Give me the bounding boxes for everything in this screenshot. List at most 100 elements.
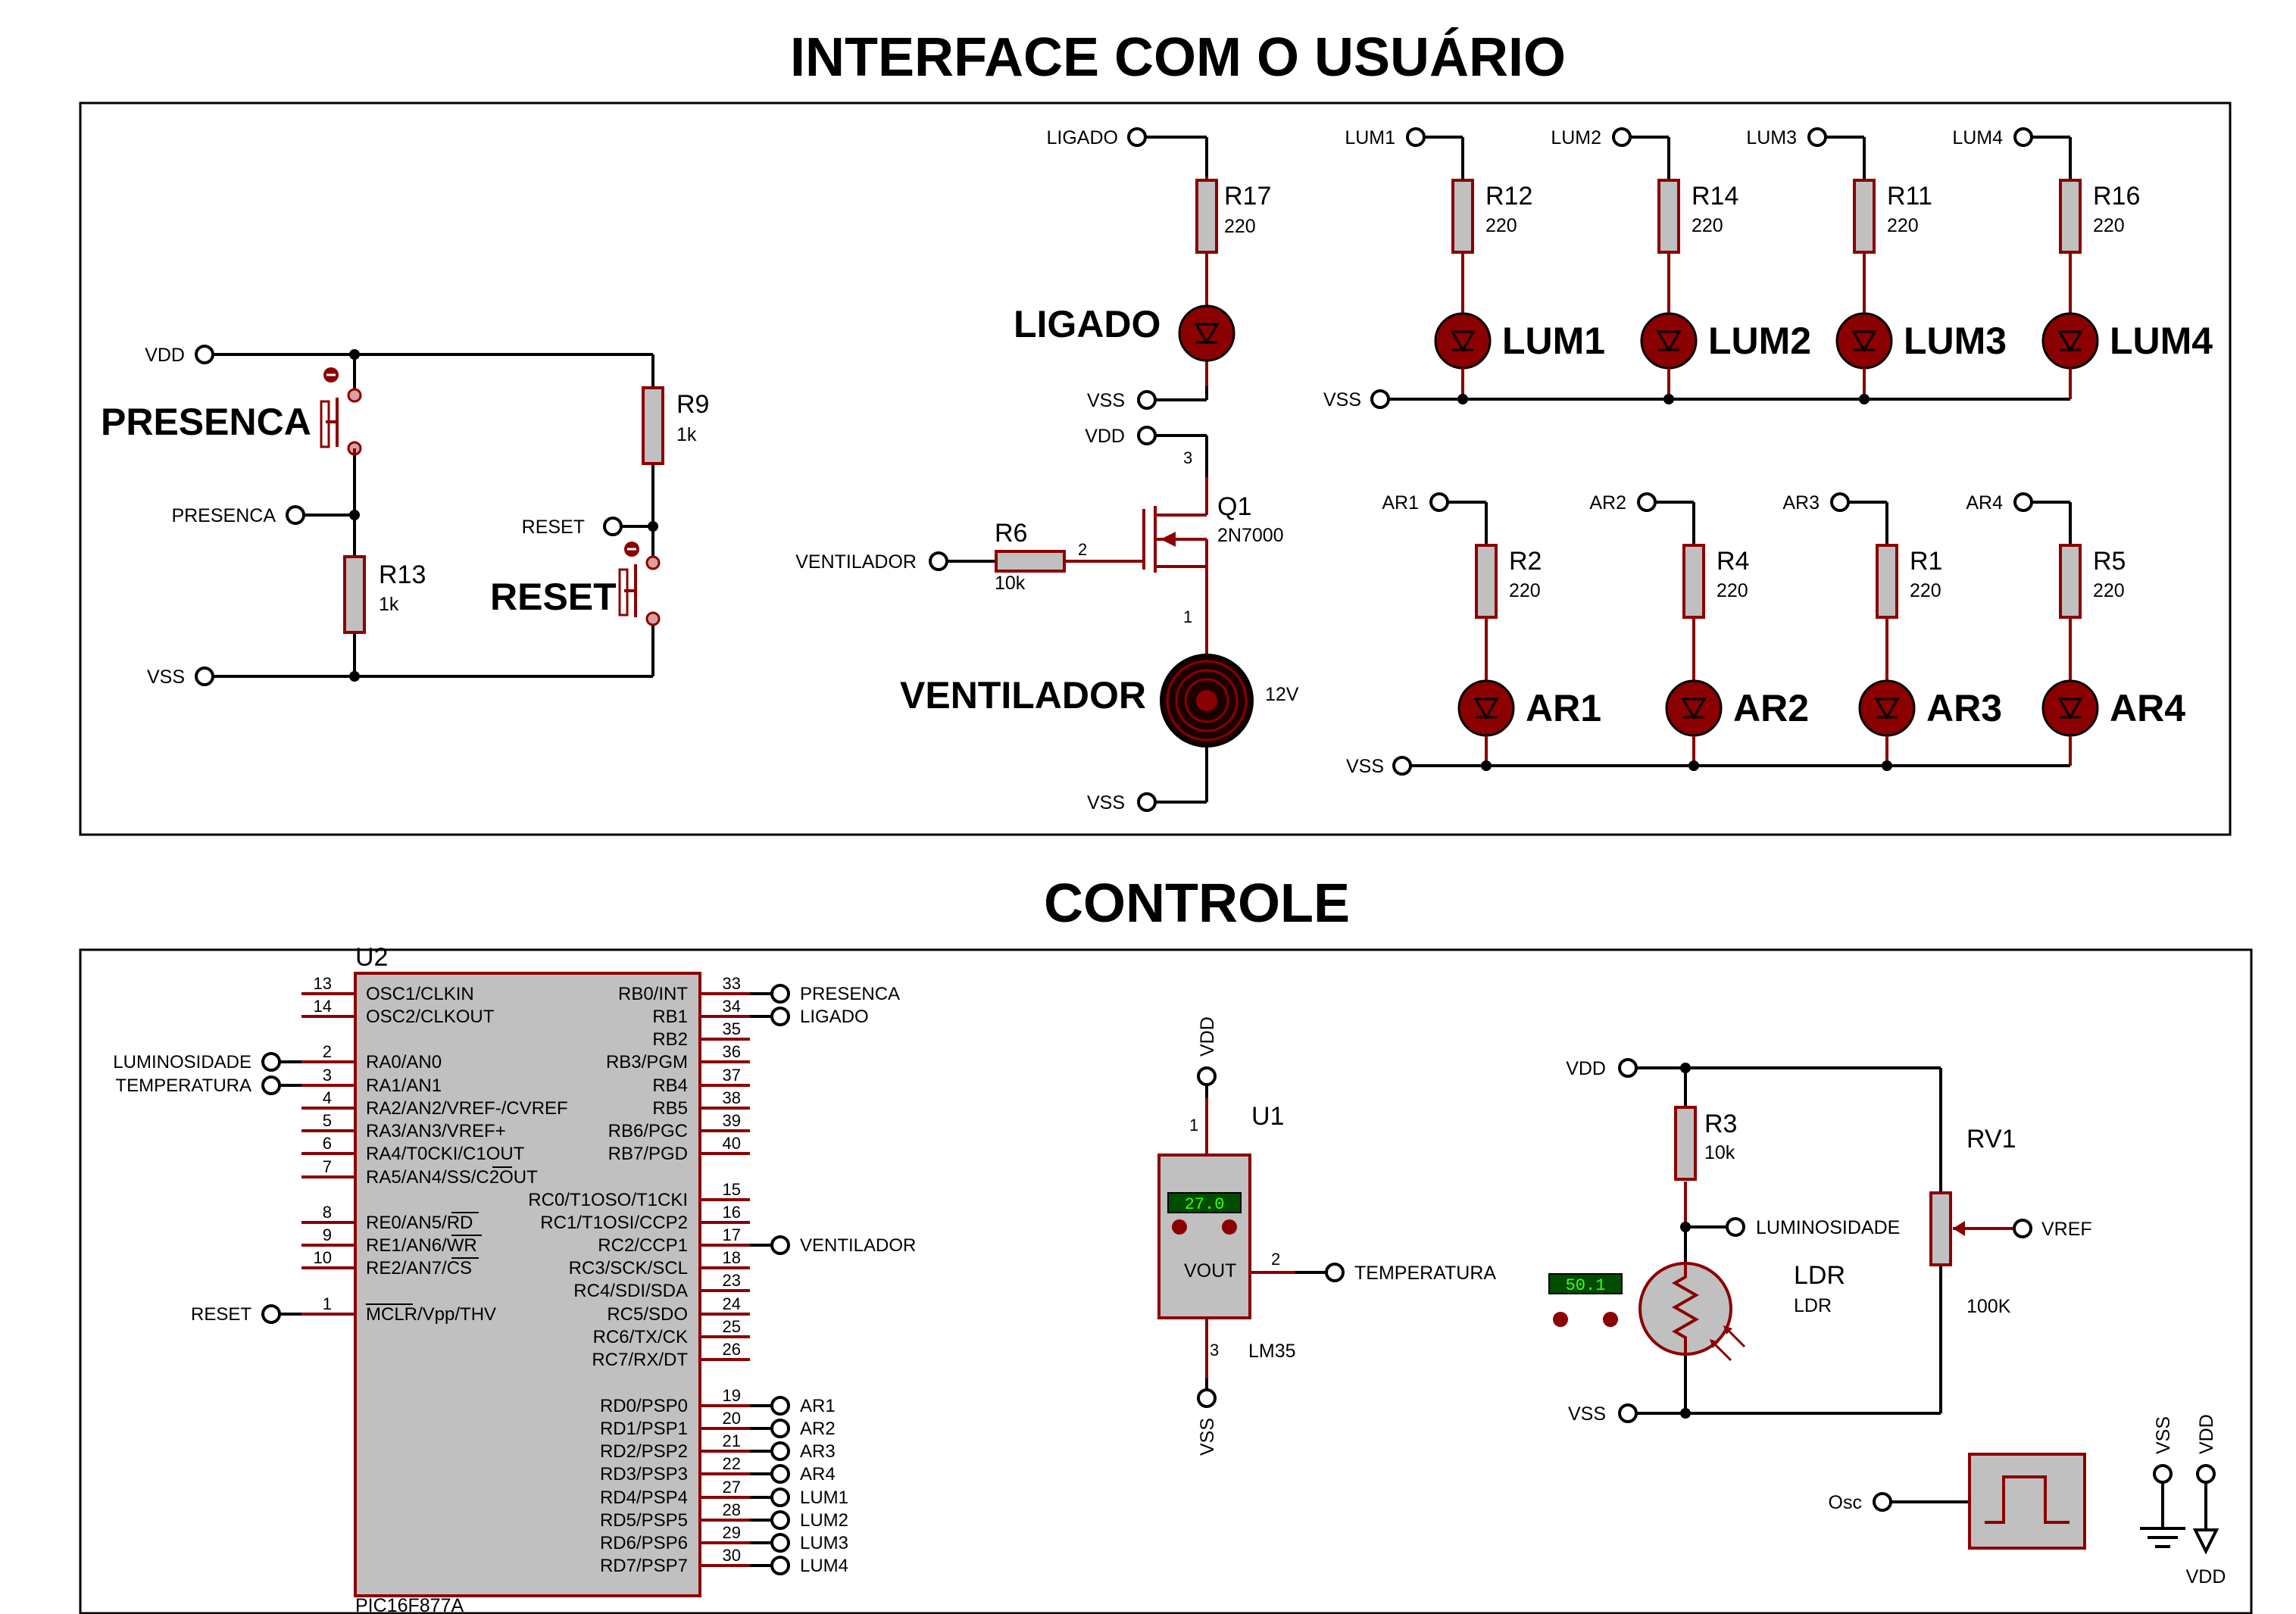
lm35-increment-button[interactable] [1222, 1219, 1237, 1235]
r3-resistor[interactable] [1674, 1106, 1697, 1181]
mcu-net-terminal-lum3[interactable] [770, 1533, 790, 1553]
lum-input-terminal-2[interactable] [1612, 127, 1632, 147]
rv1-potentiometer[interactable] [1929, 1191, 2015, 1266]
mcu-net-terminal-presenca[interactable] [770, 984, 790, 1004]
reset-pushbutton[interactable] [618, 542, 661, 626]
lm35-vss-terminal[interactable] [1197, 1388, 1217, 1408]
ar-resistor-2[interactable] [1682, 544, 1705, 619]
fan-vdd-terminal[interactable] [1137, 426, 1157, 445]
lum-resistor-1[interactable] [1451, 179, 1474, 254]
mcu-net-terminal-lum4[interactable] [770, 1556, 790, 1575]
mcu-left-pin-name-2: RA0/AN0 [366, 1052, 442, 1072]
ligado-input-terminal[interactable] [1127, 127, 1147, 147]
osc-terminal[interactable] [1873, 1492, 1892, 1512]
ldr-ref: LDR [1794, 1261, 1845, 1290]
q1-pin-drain: 3 [1183, 448, 1192, 467]
mcu-left-pin-num-9: 9 [323, 1225, 332, 1244]
presence-reset-circuit [213, 349, 658, 682]
ar-vss-terminal[interactable] [1392, 756, 1412, 776]
mcu-right-pin-name-17: RC2/CCP1 [598, 1235, 688, 1256]
lum-input-terminal-3[interactable] [1807, 127, 1827, 147]
mcu-left-pin-name-5: RA3/AN3/VREF+ [366, 1121, 506, 1141]
mcu-left-pin-num-4: 4 [323, 1088, 332, 1107]
vref-label: VREF [2041, 1219, 2092, 1240]
mcu-net-terminal-ventilador[interactable] [770, 1235, 790, 1255]
mcu-right-pin-name-21: RD2/PSP2 [600, 1441, 688, 1462]
vss-terminal[interactable] [195, 667, 214, 686]
r13-resistor[interactable] [343, 555, 366, 634]
mcu-net-terminal-temperatura[interactable] [261, 1075, 281, 1095]
q1-pin-source: 1 [1183, 607, 1192, 626]
mcu-net-terminal-luminosidade[interactable] [261, 1052, 281, 1072]
lm35-body[interactable] [1157, 1154, 1251, 1319]
r6-resistor[interactable] [995, 550, 1066, 573]
mcu-left-pin-name-3: RA1/AN1 [366, 1075, 442, 1096]
lm35-vout-label: VOUT [1184, 1260, 1236, 1282]
mcu-net-terminal-ar4[interactable] [770, 1464, 790, 1484]
ldr-vss-terminal[interactable] [1618, 1403, 1638, 1423]
vref-terminal[interactable] [2013, 1219, 2032, 1238]
mcu-net-terminal-lum2[interactable] [770, 1510, 790, 1530]
ligado-vss-terminal[interactable] [1137, 390, 1157, 410]
mcu-right-pin-num-22: 22 [723, 1454, 741, 1473]
reset-terminal[interactable] [603, 517, 623, 536]
mcu-left-pin-name-10: RE2/AN7/CS [366, 1258, 472, 1278]
vdd-terminal[interactable] [195, 345, 214, 364]
mcu-body[interactable] [354, 972, 701, 1597]
mcu-net-label-lum3: LUM3 [800, 1533, 848, 1553]
lum-input-terminal-4[interactable] [2013, 127, 2033, 147]
lm35-vdd-terminal[interactable] [1197, 1066, 1217, 1086]
ar-resistor-ref-4: R5 [2093, 547, 2126, 576]
ar-resistor-value-4: 220 [2093, 580, 2125, 601]
temperatura-out-terminal[interactable] [1325, 1263, 1345, 1282]
mcu-net-terminal-reset[interactable] [261, 1304, 281, 1324]
ar-vss-label: VSS [1346, 756, 1384, 777]
mcu-net-terminal-ar1[interactable] [770, 1396, 790, 1416]
luminosidade-terminal[interactable] [1726, 1217, 1745, 1237]
lum-resistor-value-4: 220 [2093, 215, 2125, 236]
lum-resistor-3[interactable] [1853, 179, 1876, 254]
presenca-terminal[interactable] [286, 505, 305, 525]
r17-resistor[interactable] [1195, 179, 1218, 254]
ar-resistor-3[interactable] [1876, 544, 1898, 619]
ar-resistor-4[interactable] [2059, 544, 2082, 619]
ventilador-input-terminal[interactable] [929, 551, 948, 571]
mcu-left-pin-num-10: 10 [314, 1248, 332, 1267]
ar-input-terminal-2[interactable] [1637, 492, 1657, 512]
lm35-vss-label: VSS [1197, 1418, 1218, 1456]
ldr-sensor[interactable] [1638, 1262, 1746, 1362]
q1-ref: Q1 [1217, 492, 1251, 521]
presenca-pushbutton[interactable] [320, 367, 362, 456]
lum-vss-terminal[interactable] [1370, 389, 1390, 409]
title-interface: INTERFACE COM O USUÁRIO [790, 27, 1566, 88]
mcu-net-terminal-ar3[interactable] [770, 1441, 790, 1461]
ar-resistor-1[interactable] [1475, 544, 1498, 619]
mcu-net-label-temperatura: TEMPERATURA [115, 1075, 251, 1096]
mcu-right-pin-name-26: RC7/RX/DT [592, 1350, 688, 1370]
ldr-increment-button[interactable] [1603, 1312, 1618, 1327]
lum-resistor-2[interactable] [1657, 179, 1680, 254]
lum-resistor-value-2: 220 [1692, 215, 1723, 236]
lm35-decrement-button[interactable] [1172, 1219, 1187, 1235]
ar-led-1 [1457, 679, 1515, 737]
mcu-net-terminal-ar2[interactable] [770, 1419, 790, 1438]
mcu-net-terminal-lum1[interactable] [770, 1488, 790, 1507]
ligado-input-label: LIGADO [1047, 127, 1118, 148]
osc-generator[interactable] [1891, 1453, 2086, 1550]
ar-input-terminal-3[interactable] [1830, 492, 1850, 512]
ar-input-terminal-1[interactable] [1429, 492, 1449, 512]
q1-mosfet[interactable] [1142, 506, 1208, 576]
r9-resistor[interactable] [642, 386, 664, 465]
ar-input-terminal-4[interactable] [2013, 492, 2033, 512]
lum-led-label-1: LUM1 [1502, 320, 1605, 362]
ldr-vdd-terminal[interactable] [1618, 1058, 1638, 1078]
mcu-right-pin-num-16: 16 [723, 1203, 741, 1222]
lum-input-terminal-1[interactable] [1406, 127, 1426, 147]
mcu-right-pin-num-23: 23 [723, 1271, 741, 1290]
ldr-decrement-button[interactable] [1553, 1312, 1568, 1327]
mcu-right-pin-name-19: RD0/PSP0 [600, 1396, 688, 1416]
mcu-right-pin-name-35: RB2 [652, 1029, 688, 1050]
fan-vss-terminal[interactable] [1137, 792, 1157, 812]
lum-resistor-4[interactable] [2059, 179, 2082, 254]
mcu-net-terminal-ligado[interactable] [770, 1007, 790, 1026]
